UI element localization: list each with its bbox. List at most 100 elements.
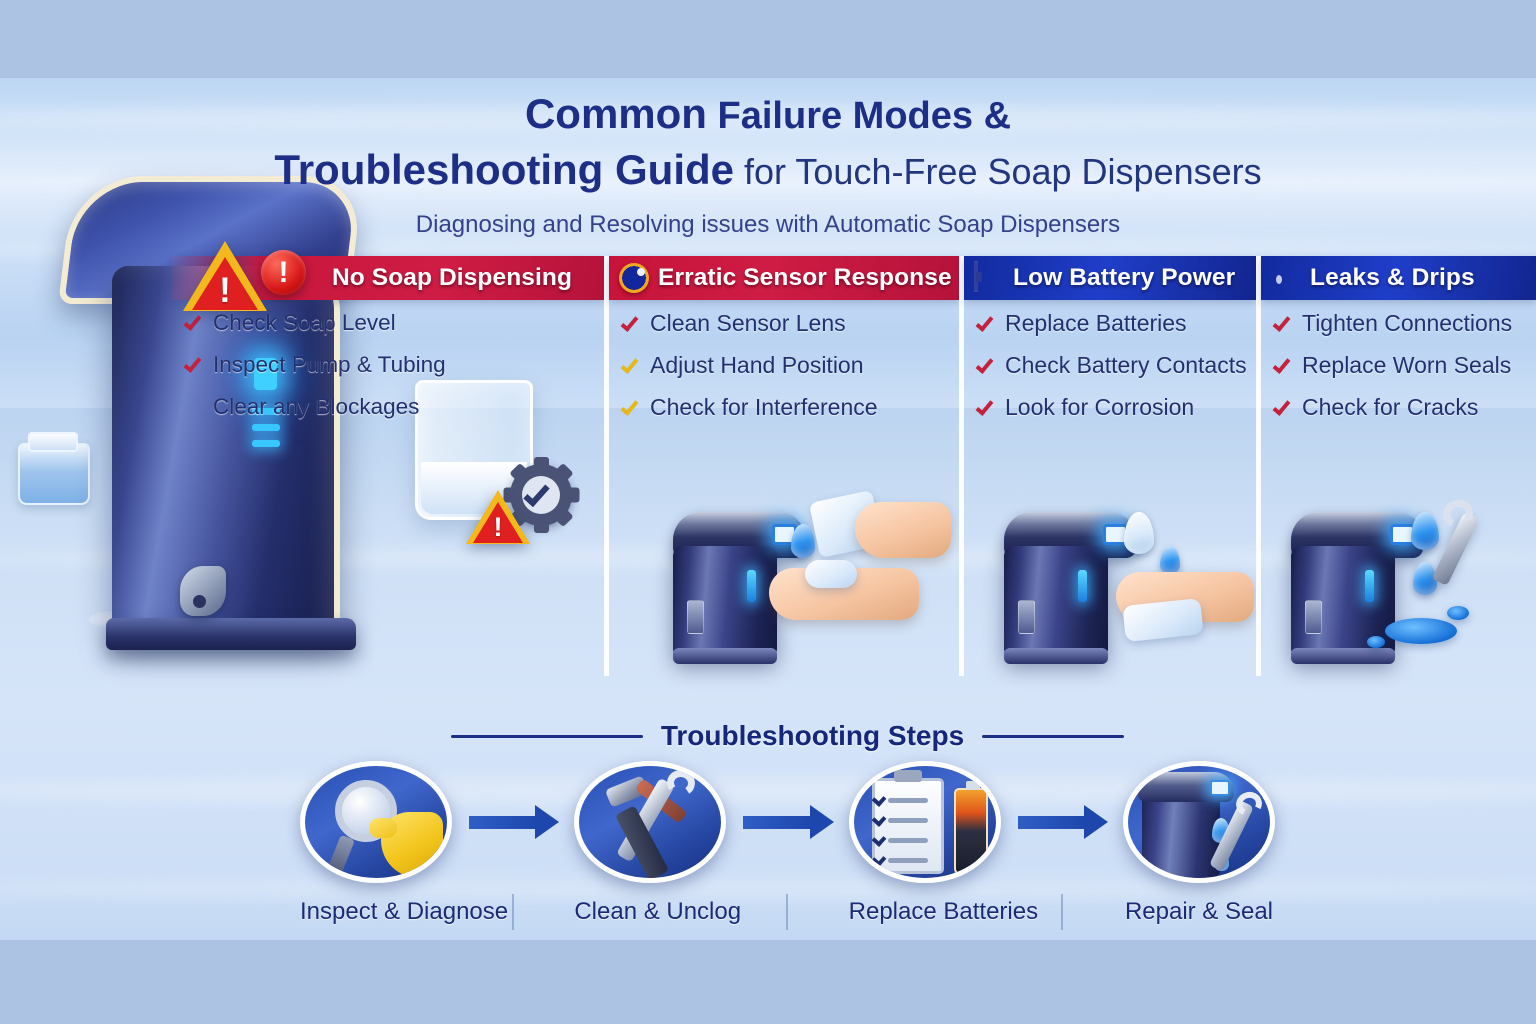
warning-triangle-icon: ! bbox=[183, 241, 267, 311]
dispenser-body bbox=[112, 266, 340, 636]
exclamation-glyph: ! bbox=[493, 512, 503, 542]
step-icon-inspect-diagnose[interactable] bbox=[300, 761, 452, 883]
dispenser-foot bbox=[1004, 648, 1108, 664]
check-icon bbox=[975, 397, 996, 418]
top-border-band bbox=[0, 0, 1536, 78]
column-header-leaks-and-drips: Leaks & Drips bbox=[1261, 256, 1536, 300]
step-arrow bbox=[452, 805, 574, 839]
illustration-sensor-cleaning bbox=[609, 450, 959, 682]
led-strip bbox=[1365, 570, 1374, 602]
label-separator bbox=[452, 894, 574, 930]
battery-icon bbox=[953, 781, 988, 874]
column-header-erratic-sensor-response: Erratic Sensor Response bbox=[609, 256, 959, 300]
step-icon-repair-seal[interactable] bbox=[1122, 761, 1275, 883]
checklist-leaks-and-drips: Tighten Connections Replace Worn Seals C… bbox=[1261, 304, 1536, 436]
column-no-soap-dispensing: No Soap Dispensing Check Soap Level Insp… bbox=[172, 256, 604, 676]
led-bar bbox=[252, 440, 280, 447]
clipboard-line bbox=[887, 818, 928, 823]
rule-left bbox=[450, 734, 643, 738]
step-label-replace-batteries: Replace Batteries bbox=[848, 898, 1039, 925]
alert-circle-icon: ! bbox=[261, 250, 306, 295]
spill-droplet bbox=[1447, 606, 1469, 620]
cloud-streak bbox=[0, 238, 1536, 260]
checklist-item: Check Battery Contacts bbox=[975, 352, 1250, 394]
checklist-item: Check for Interference bbox=[620, 394, 953, 436]
checklist-item-label: Check Soap Level bbox=[213, 310, 396, 335]
magnifier-handle bbox=[326, 834, 355, 878]
mini-dispenser bbox=[1291, 512, 1423, 664]
column-low-battery-power: Low Battery Power Replace Batteries Chec… bbox=[959, 256, 1256, 676]
clipboard-icon bbox=[871, 778, 944, 874]
hand-upper bbox=[855, 502, 951, 558]
checklist-item-label: Clear any Blockages bbox=[213, 394, 420, 419]
title-line-1-rest: Failure Modes & bbox=[717, 95, 1012, 137]
checklist-item: Replace Worn Seals bbox=[1272, 352, 1530, 394]
clipboard-line bbox=[887, 838, 928, 843]
check-icon bbox=[183, 354, 204, 375]
checklist-item-label: Check for Interference bbox=[650, 394, 878, 420]
check-icon bbox=[975, 355, 996, 376]
title-line-2-rest: for Touch-Free Soap Dispensers bbox=[744, 151, 1262, 192]
title-line-1: Common Failure Modes & bbox=[0, 88, 1536, 142]
cloud-streak bbox=[0, 778, 1536, 804]
mini-dispenser bbox=[1004, 512, 1136, 664]
soap-jar bbox=[18, 432, 90, 505]
check-icon bbox=[183, 312, 204, 333]
checklist-item: Tighten Connections bbox=[1272, 310, 1530, 352]
checklist-item-label: Replace Batteries bbox=[1005, 310, 1187, 336]
check-icon bbox=[620, 313, 641, 334]
step-label-inspect-diagnose: Inspect & Diagnose bbox=[300, 898, 509, 925]
label-separator bbox=[726, 894, 848, 930]
mini-dispenser bbox=[673, 512, 805, 664]
column-leaks-and-drips: Leaks & Drips Tighten Connections Replac… bbox=[1256, 256, 1536, 676]
arrow-head bbox=[535, 805, 560, 839]
checklist-item-label: Inspect Pump & Tubing bbox=[213, 352, 446, 377]
step-arrow bbox=[1001, 805, 1123, 839]
checklist-no-soap-dispensing: Check Soap Level Inspect Pump & Tubing C… bbox=[172, 304, 604, 436]
step-label-repair-seal: Repair & Seal bbox=[1124, 898, 1274, 925]
step-label-clean-unclog: Clean & Unclog bbox=[574, 898, 742, 925]
checklist-item: Inspect Pump & Tubing bbox=[183, 352, 598, 394]
column-header-label: Erratic Sensor Response bbox=[658, 264, 952, 291]
clipboard-line bbox=[887, 798, 928, 803]
step-icon-clean-unclog[interactable] bbox=[574, 761, 727, 883]
check-icon bbox=[620, 355, 641, 376]
title-line-2-bold: Troubleshooting Guide bbox=[274, 146, 735, 193]
checklist-item: Look for Corrosion bbox=[975, 394, 1250, 436]
checklist-item: Adjust Hand Position bbox=[620, 352, 953, 394]
checklist-item-label: Check Battery Contacts bbox=[1005, 352, 1247, 378]
column-erratic-sensor-response: Erratic Sensor Response Clean Sensor Len… bbox=[604, 256, 959, 676]
checklist-item-label: Clean Sensor Lens bbox=[650, 310, 846, 336]
column-header-label: No Soap Dispensing bbox=[332, 264, 573, 291]
spill-puddle bbox=[1385, 618, 1457, 644]
check-icon bbox=[975, 313, 996, 334]
led-bar bbox=[252, 424, 280, 431]
warning-triangle-icon: ! bbox=[466, 490, 530, 544]
steps-title-row: Troubleshooting Steps bbox=[300, 716, 1275, 756]
dispenser-foot bbox=[673, 648, 777, 664]
failure-mode-columns: No Soap Dispensing Check Soap Level Insp… bbox=[172, 256, 1536, 676]
checklist-erratic-sensor-response: Clean Sensor Lens Adjust Hand Position C… bbox=[609, 304, 959, 436]
checklist-item: Check Soap Level bbox=[183, 310, 598, 352]
checklist-item: Check for Cracks bbox=[1272, 394, 1530, 436]
clipboard-clip bbox=[893, 770, 922, 782]
cloud-streak bbox=[0, 106, 1536, 132]
step-icon-replace-batteries[interactable] bbox=[848, 761, 1001, 883]
bottom-border-band bbox=[0, 940, 1536, 1024]
triangle-inner bbox=[192, 257, 258, 310]
checklist-item: Clear any Blockages bbox=[184, 394, 598, 436]
steps-title: Troubleshooting Steps bbox=[660, 720, 965, 751]
checklist-item: Clean Sensor Lens bbox=[620, 310, 953, 352]
check-icon bbox=[620, 397, 641, 418]
steps-icon-row bbox=[300, 758, 1275, 886]
arrow-shaft bbox=[743, 816, 812, 829]
illustration-leaks-wrench bbox=[1261, 450, 1536, 682]
checklist-item-label: Adjust Hand Position bbox=[650, 352, 864, 378]
sensor-eye-icon bbox=[619, 263, 649, 293]
dispenser-base bbox=[106, 618, 356, 650]
arrow-shaft bbox=[469, 816, 538, 829]
label-separator bbox=[1001, 894, 1123, 930]
steps-label-row: Inspect & Diagnose Clean & Unclog Replac… bbox=[300, 892, 1275, 932]
checklist-item-label: Check for Cracks bbox=[1302, 394, 1479, 420]
checklist-item-label: Tighten Connections bbox=[1302, 310, 1513, 336]
